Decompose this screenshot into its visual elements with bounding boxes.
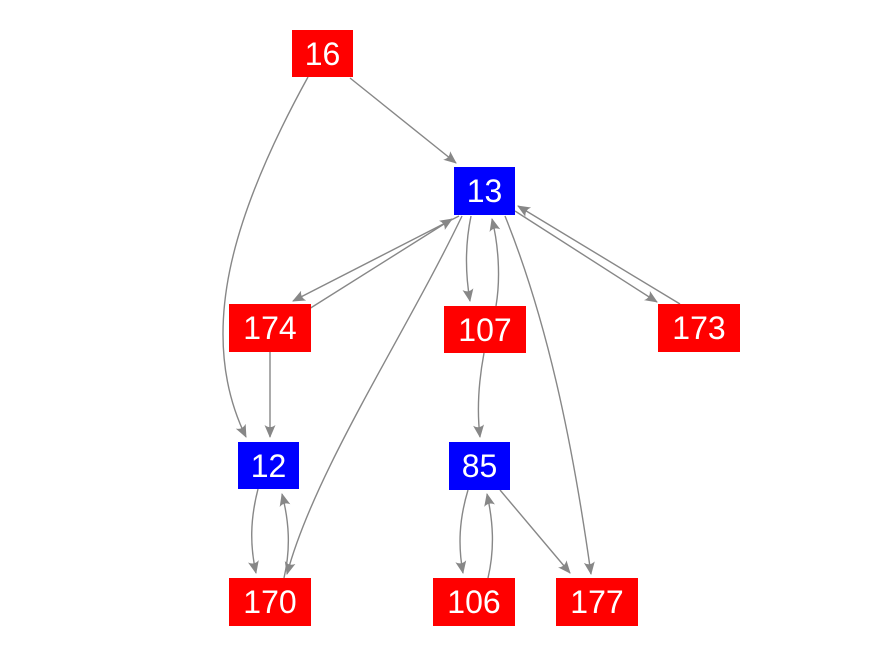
node-12: 12 [238,442,299,489]
edge-85-to-106 [455,489,469,574]
node-173: 173 [658,304,740,352]
node-107-label: 107 [458,311,512,348]
edge-107-to-13 [489,218,501,307]
node-106: 106 [433,578,515,626]
node-85-label: 85 [461,448,498,484]
edge-13-to-177 [504,215,595,575]
node-174: 174 [229,304,311,352]
node-177-label: 177 [570,584,624,620]
node-85: 85 [449,442,510,490]
node-16: 16 [292,30,353,77]
node-173-label: 173 [672,310,726,346]
node-13-label: 13 [466,173,503,209]
node-174-label: 174 [243,310,297,346]
node-170-label: 170 [243,584,297,620]
node-107: 107 [444,306,526,353]
node-177: 177 [556,578,638,626]
node-12-label: 12 [250,447,287,484]
edge-13-to-173 [514,210,658,303]
edge-12-to-170 [248,488,259,574]
edge-13-to-107 [462,215,474,302]
edge-173-to-13 [517,205,681,305]
edge-174-to-13 [308,218,453,310]
edge-85-to-177 [499,489,571,574]
node-13: 13 [454,167,515,215]
edge-170-to-12 [279,493,291,579]
node-170: 170 [229,578,311,626]
edge-13-to-170 [284,215,463,575]
edge-106-to-85 [484,493,495,579]
node-106-label: 106 [447,584,501,620]
node-16-label: 16 [304,35,341,72]
edge-107-to-85 [473,352,485,438]
edge-16-to-12 [222,76,309,438]
edge-13-to-174 [292,215,460,302]
edge-16-to-13 [349,77,457,164]
